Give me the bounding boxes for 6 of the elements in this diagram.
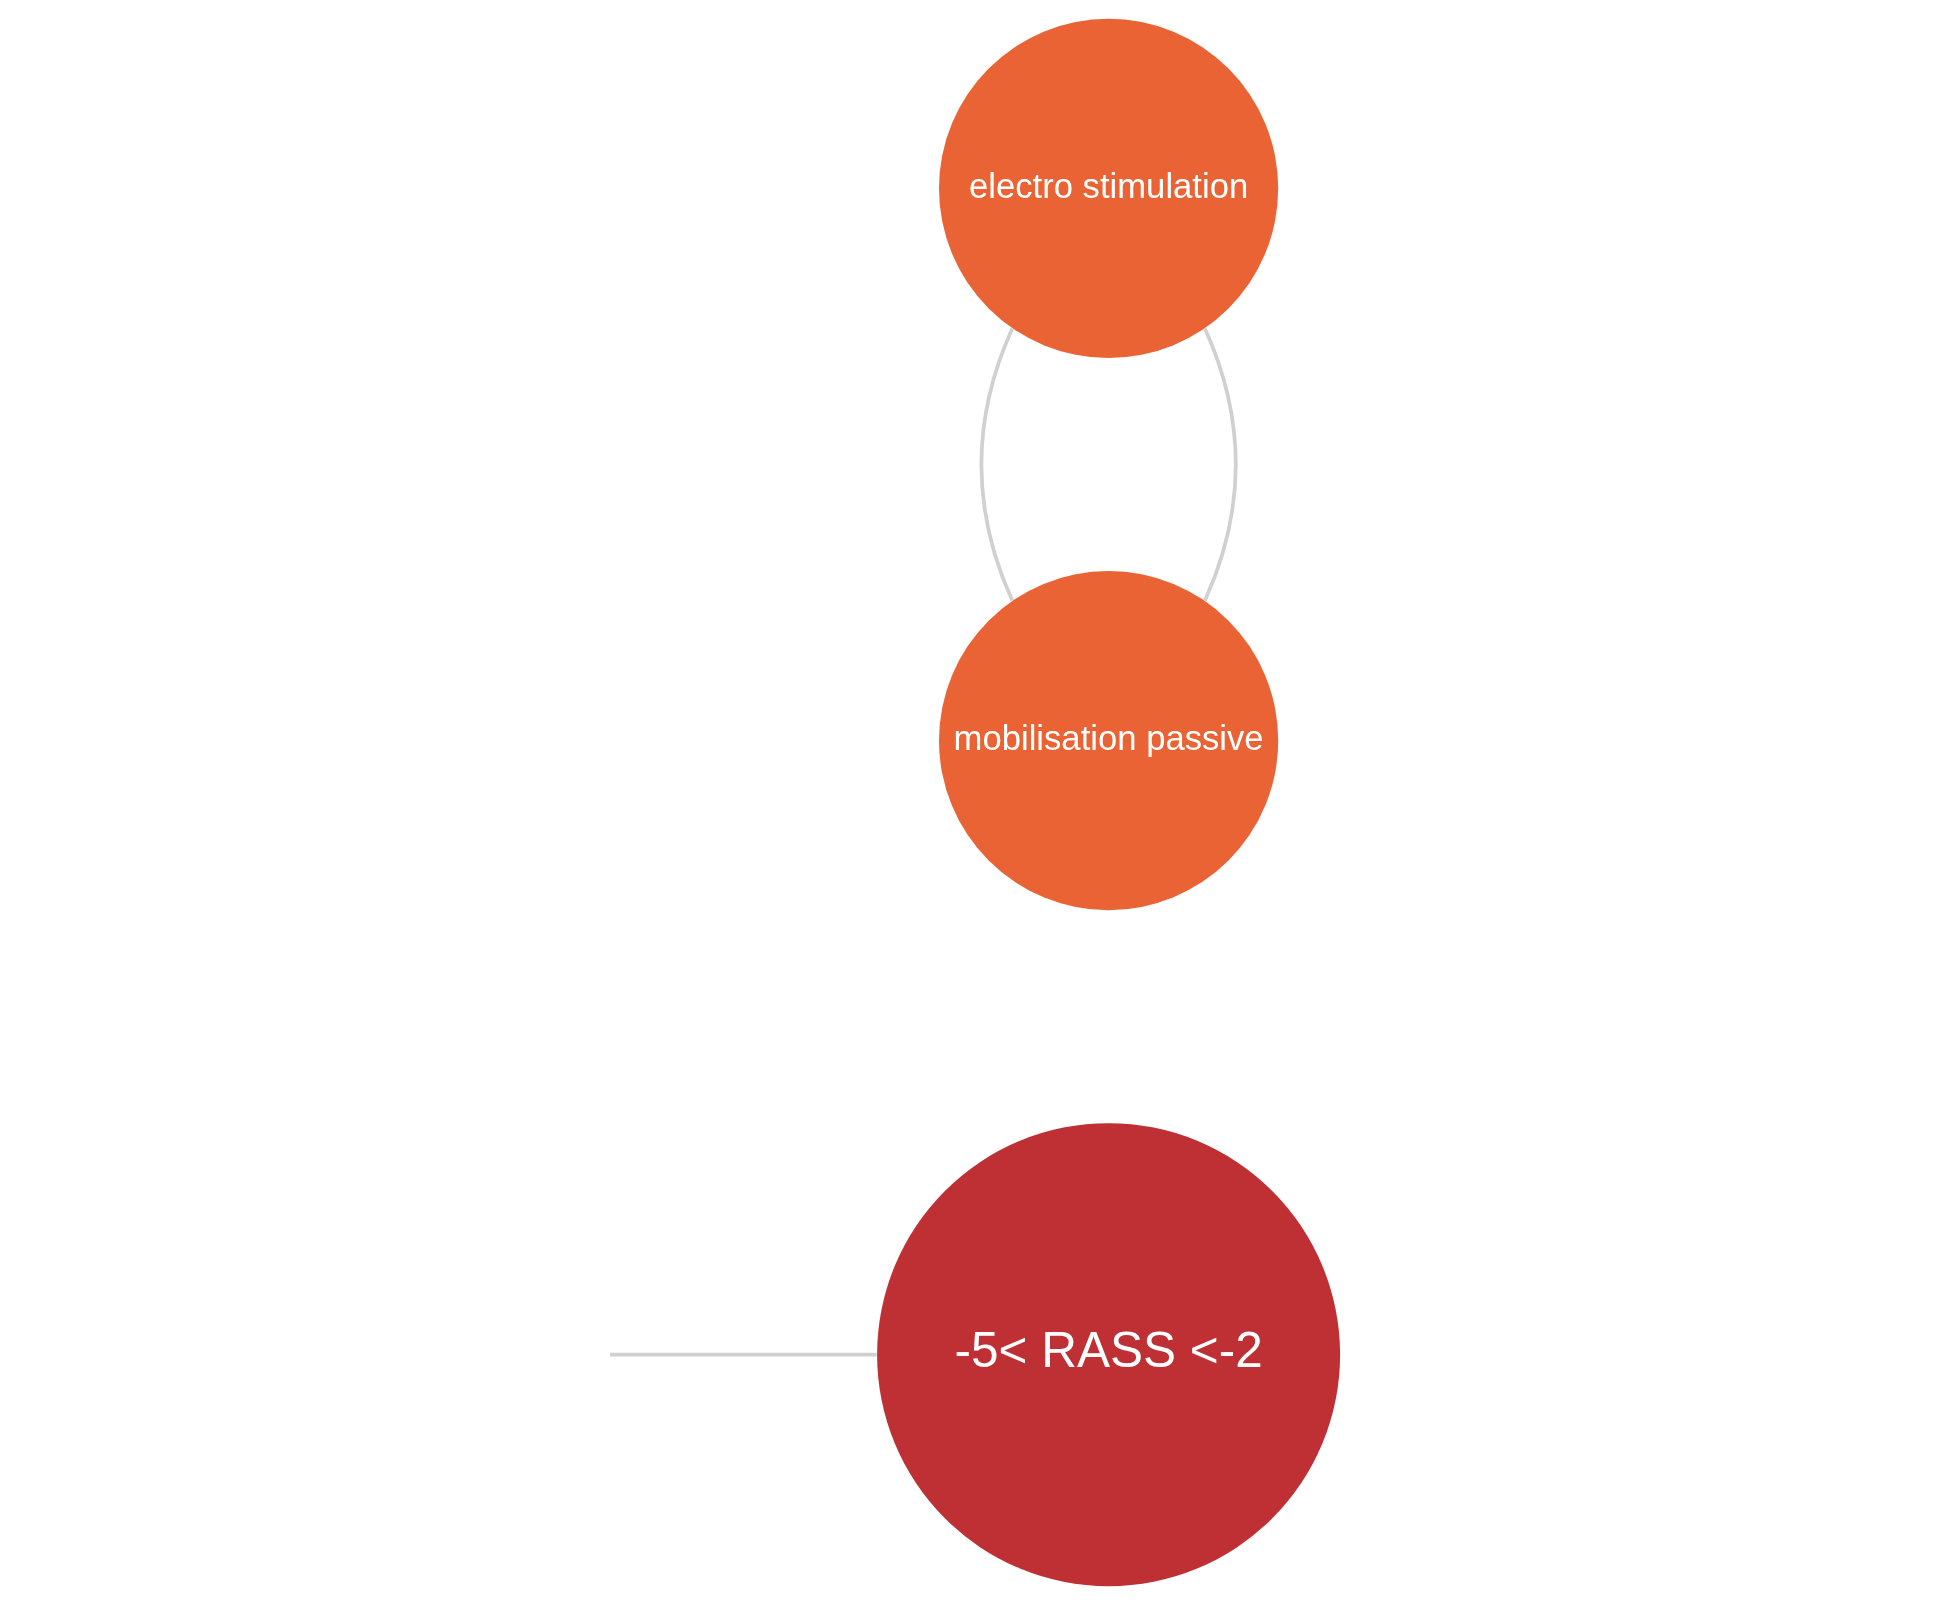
connector bbox=[609, 1352, 877, 1357]
node-circle: -5< RASS <-2 bbox=[876, 1123, 1340, 1587]
connector bbox=[979, 327, 1014, 602]
connector bbox=[1202, 327, 1238, 602]
node-circle: electro stimulation bbox=[938, 18, 1278, 359]
node-circle: mobilisation passive bbox=[938, 571, 1278, 911]
